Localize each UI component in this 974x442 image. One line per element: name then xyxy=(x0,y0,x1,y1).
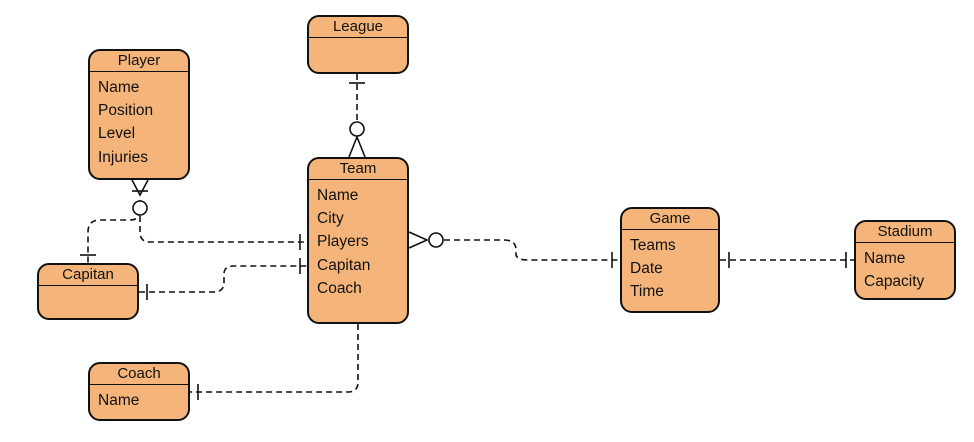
entity-player-attr-position: Position xyxy=(98,102,154,120)
entity-coach[interactable]: Coach Name xyxy=(88,362,190,421)
notation-player-many xyxy=(131,179,149,197)
entity-game-attr-time: Time xyxy=(630,283,664,301)
rel-player-capitan xyxy=(87,200,141,263)
entity-capitan-title: Capitan xyxy=(39,265,137,286)
entity-team-title: Team xyxy=(309,159,407,180)
entity-player-attr-injuries: Injuries xyxy=(98,148,148,166)
entity-player-attr-level: Level xyxy=(98,125,136,143)
entity-game[interactable]: Game Teams Date Time xyxy=(620,207,720,313)
notation-team-many-game xyxy=(408,231,429,249)
entity-stadium-attr-name: Name xyxy=(864,250,906,267)
entity-coach-title: Coach xyxy=(90,364,188,385)
notation-team-many-league xyxy=(348,134,366,158)
entity-player-title: Player xyxy=(90,51,188,72)
notation-player-zero xyxy=(132,200,148,216)
entity-team-attr-players: Players xyxy=(317,233,369,251)
notation-team-zero xyxy=(349,121,365,137)
rel-player-team xyxy=(139,216,308,243)
entity-team-attr-capitan: Capitan xyxy=(317,256,371,274)
entity-team[interactable]: Team Name City Players Capitan Coach xyxy=(307,157,409,324)
entity-player-attr-name: Name xyxy=(98,79,140,96)
entity-stadium-attr-capacity: Capacity xyxy=(864,273,925,291)
entity-capitan[interactable]: Capitan xyxy=(37,263,139,320)
entity-stadium-title: Stadium xyxy=(856,222,954,243)
entity-team-attr-name: Name xyxy=(317,187,359,204)
rel-team-coach xyxy=(190,324,359,393)
entity-player[interactable]: Player Name Position Level Injuries xyxy=(88,49,190,180)
rel-team-game xyxy=(444,239,620,261)
rel-capitan-team xyxy=(139,265,308,293)
entity-league-title: League xyxy=(309,17,407,38)
entity-stadium[interactable]: Stadium Name Capacity xyxy=(854,220,956,300)
notation-team-zero-game xyxy=(428,232,444,248)
entity-league[interactable]: League xyxy=(307,15,409,74)
entity-game-attr-teams: Teams xyxy=(630,237,676,254)
entity-game-title: Game xyxy=(622,209,718,230)
entity-team-attr-city: City xyxy=(317,210,344,228)
entity-coach-attr-name: Name xyxy=(98,392,140,409)
entity-game-attr-date: Date xyxy=(630,260,663,278)
entity-team-attr-coach: Coach xyxy=(317,279,362,297)
